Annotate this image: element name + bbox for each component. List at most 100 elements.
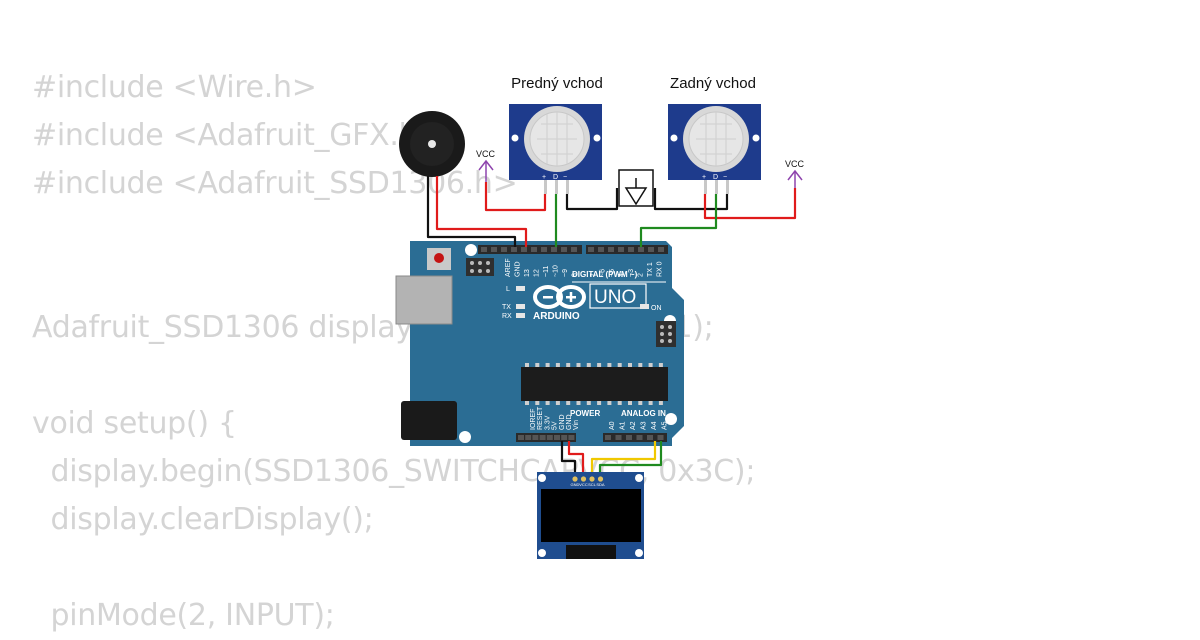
svg-text:VCC: VCC [476,149,496,159]
vcc-symbol-right: VCC [785,159,805,188]
wire-front-vcc [484,182,547,212]
header-pin [608,247,614,252]
pin-label: A2 [630,421,637,430]
header-pin [626,435,632,440]
pin-label: 3.3V [544,415,551,430]
uno-label: UNO [594,287,636,308]
code-line: #include <Wire.h> [32,70,317,105]
chip-pin [566,401,571,405]
chip-pin [648,401,653,405]
front-pin-minus: − [563,174,567,181]
analog-header [603,433,667,442]
pin-label: Vin [573,420,580,430]
chip-pin [607,401,612,405]
header-pin [568,435,575,440]
chip-pin [617,401,622,405]
pin-label: ~6 [600,269,607,277]
rear-pin-plus: + [702,174,706,181]
header-pin [546,435,553,440]
header-pin [511,247,517,252]
front-pin-d: D [553,174,558,181]
chip-pin [597,401,602,405]
pin-label: 8 [572,273,579,277]
ground-symbol [618,169,654,207]
header-pin [541,247,547,252]
wire-rear-vcc [703,188,797,220]
pin-label: 7 [590,273,597,277]
atmega-chip [521,363,668,405]
chip-pin [555,363,560,367]
chip-pin [535,363,540,367]
header-pin [605,435,611,440]
front-sensor-label: Predný vchod [511,75,603,92]
arduino-logo [533,285,586,309]
chip-pin [535,401,540,405]
chip-pin [607,363,612,367]
analog-label: ANALOG IN [621,409,666,418]
header-pin [588,247,594,252]
l-led-label: L [506,286,510,293]
header-pin [561,247,567,252]
rear-pin-d: D [713,174,718,181]
pin-label: A3 [641,421,648,430]
header-pin [658,247,664,252]
header-pin [636,435,643,440]
oled-pin-label: VCC [579,482,588,487]
header-pin [525,435,532,440]
wire-oled-vcc [567,441,585,478]
pin-label: RESET [537,406,544,430]
chip-pin [658,363,663,367]
pin-label: ~9 [562,269,569,277]
digital-header-right [586,245,668,254]
chip-pin [638,363,643,367]
header-pin [657,435,664,440]
header-pin [561,435,568,440]
rear-sensor-label: Zadný vchod [670,75,756,92]
oled-pin [580,476,587,482]
chip-pin [545,401,550,405]
code-line: display.clearDisplay(); [32,502,374,537]
rx-led-label: RX [502,313,512,320]
header-pin [554,435,560,440]
pin-label: A4 [651,421,658,430]
header-pin [551,247,557,252]
pin-label: ~5 [609,269,616,277]
pin-label: RX 0 [657,261,664,277]
pir-sensor-rear: + D − [668,104,761,194]
pin-label: ~10 [553,265,560,277]
wire-oled-sda [590,441,657,478]
code-line: void setup() { [32,406,237,441]
code-background: #include <Wire.h>#include <Adafruit_GFX.… [32,64,755,640]
oled-pin-label: SCL [588,482,597,487]
header-pin [521,247,527,252]
svg-text:VCC: VCC [785,159,805,169]
rear-pin-minus: − [723,174,727,181]
pin-label: A5 [662,421,669,430]
code-line: pinMode(2, INPUT); [32,598,335,633]
power-header [516,433,576,442]
usb-connector [395,275,453,325]
chip-pin [597,363,602,367]
front-pin-plus: + [542,174,546,181]
header-pin [571,247,577,252]
pin-label: 12 [534,269,541,277]
chip-pin [648,363,653,367]
oled-pin [572,476,578,482]
pin-label: A1 [620,421,627,430]
header-pin [628,247,634,252]
wire-rear-gnd [653,188,729,211]
chip-pin [658,401,663,405]
header-pin [638,247,644,252]
pin-label: GND [559,414,566,430]
wire-oled-scl [598,441,663,478]
wire-rear-signal [639,194,718,247]
header-pin [531,247,537,252]
pin-label: ~11 [543,266,550,277]
oled-pin [597,476,604,482]
pin-label: GND [515,261,522,277]
code-line: #include <Adafruit_SSD1306.h> [32,166,518,201]
digital-header-label: DIGITAL (PWM ~) [572,270,638,279]
icsp-header-right [656,321,676,347]
